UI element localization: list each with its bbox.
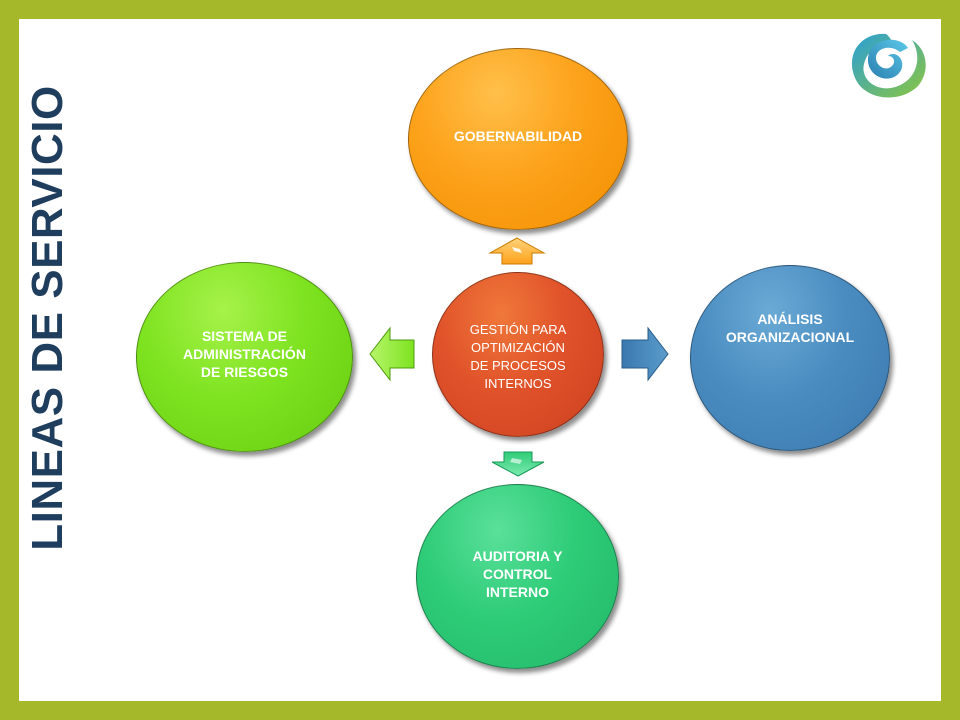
arrow-up-icon xyxy=(488,237,546,265)
node-gobernabilidad: GOBERNABILIDAD xyxy=(408,48,628,230)
node-line: ADMINISTRACIÓN xyxy=(183,346,306,362)
node-line: INTERNOS xyxy=(484,376,552,391)
arrow-down-icon xyxy=(491,451,545,477)
node-line: ANÁLISIS xyxy=(757,311,823,327)
node-line: DE PROCESOS xyxy=(470,358,566,373)
node-line: AUDITORIA Y xyxy=(472,548,563,564)
node-line: GOBERNABILIDAD xyxy=(453,128,583,144)
node-gestion-procesos-text: GESTIÓN PARA OPTIMIZACIÓN DE PROCESOS IN… xyxy=(470,321,567,393)
arrow-left-icon xyxy=(369,326,415,382)
node-line: DE RIESGOS xyxy=(200,364,289,380)
node-analisis-organizacional-text: ANÁLISIS ORGANIZACIONAL xyxy=(726,310,854,346)
node-line: SISTEMA DE xyxy=(201,328,288,344)
node-line: CONTROL xyxy=(482,566,553,582)
node-sistema-riesgos-text: SISTEMA DE ADMINISTRACIÓN DE RIESGOS xyxy=(183,327,306,381)
node-line: GESTIÓN PARA xyxy=(469,322,567,337)
node-auditoria-control-text: AUDITORIA Y CONTROL INTERNO xyxy=(473,547,563,601)
node-auditoria-control: AUDITORIA Y CONTROL INTERNO xyxy=(416,484,619,669)
node-sistema-riesgos: SISTEMA DE ADMINISTRACIÓN DE RIESGOS xyxy=(136,262,353,452)
node-gobernabilidad-text: GOBERNABILIDAD xyxy=(454,127,582,145)
swirl-logo-icon xyxy=(851,33,926,98)
node-gestion-procesos: GESTIÓN PARA OPTIMIZACIÓN DE PROCESOS IN… xyxy=(432,272,604,437)
arrow-right-icon xyxy=(621,326,669,382)
node-analisis-organizacional: ANÁLISIS ORGANIZACIONAL xyxy=(690,265,890,451)
node-line: OPTIMIZACIÓN xyxy=(471,340,565,355)
node-line: ORGANIZACIONAL xyxy=(725,329,855,345)
side-title: LINEAS DE SERVICIO xyxy=(23,85,72,551)
node-line: INTERNO xyxy=(485,584,549,600)
